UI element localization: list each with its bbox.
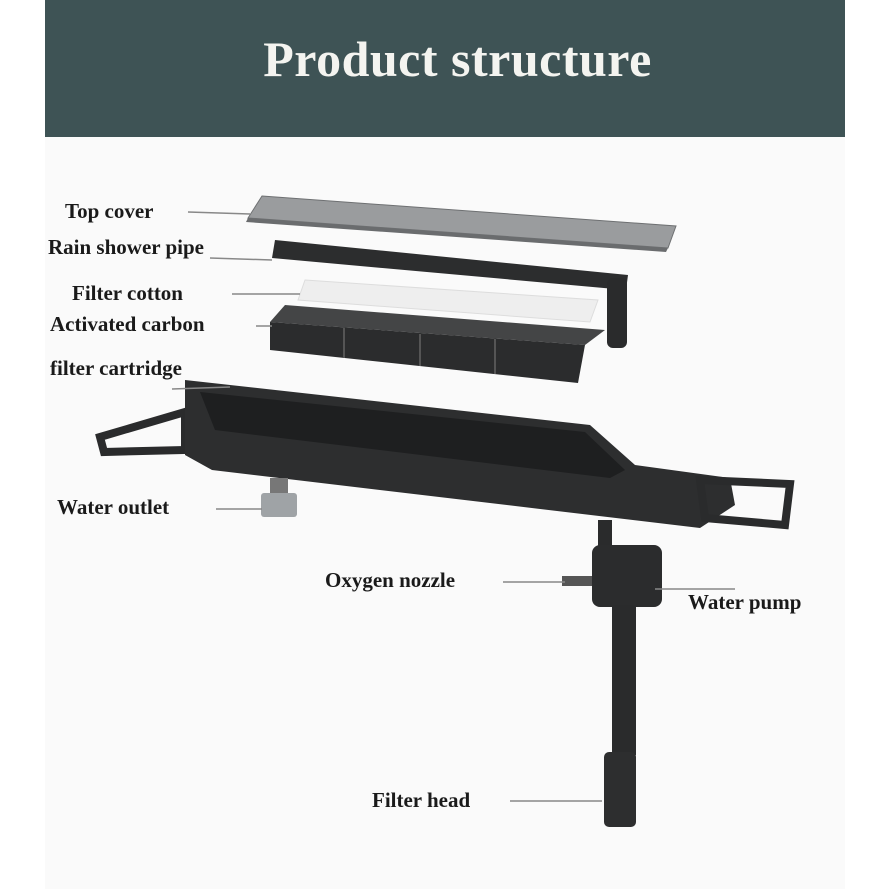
leader-lines	[171, 211, 735, 802]
water-pump-part	[562, 520, 662, 827]
label-water-outlet: Water outlet	[57, 495, 170, 519]
top-cover-part	[246, 195, 677, 252]
rain-shower-pipe-part	[272, 240, 628, 348]
header-banner: Product structure	[45, 0, 845, 137]
leader-top-cover	[187, 211, 251, 215]
label-filter-cartridge: filter cartridge	[50, 356, 182, 380]
label-activated-carbon: Activated carbon	[50, 312, 205, 336]
label-filter-cotton: Filter cotton	[72, 281, 183, 305]
leader-filter-cartridge	[171, 386, 231, 390]
filter-cotton-part	[297, 279, 599, 323]
label-top-cover: Top cover	[65, 199, 154, 223]
page-title: Product structure	[263, 31, 652, 87]
label-water-pump: Water pump	[688, 590, 802, 614]
activated-carbon-part	[270, 305, 605, 383]
label-filter-head: Filter head	[372, 788, 471, 812]
label-rain-shower-pipe: Rain shower pipe	[48, 235, 204, 259]
leader-rain-shower-pipe	[209, 257, 273, 261]
water-outlet-part	[261, 478, 297, 517]
label-oxygen-nozzle: Oxygen nozzle	[325, 568, 456, 592]
filter-cartridge-part	[95, 380, 795, 530]
